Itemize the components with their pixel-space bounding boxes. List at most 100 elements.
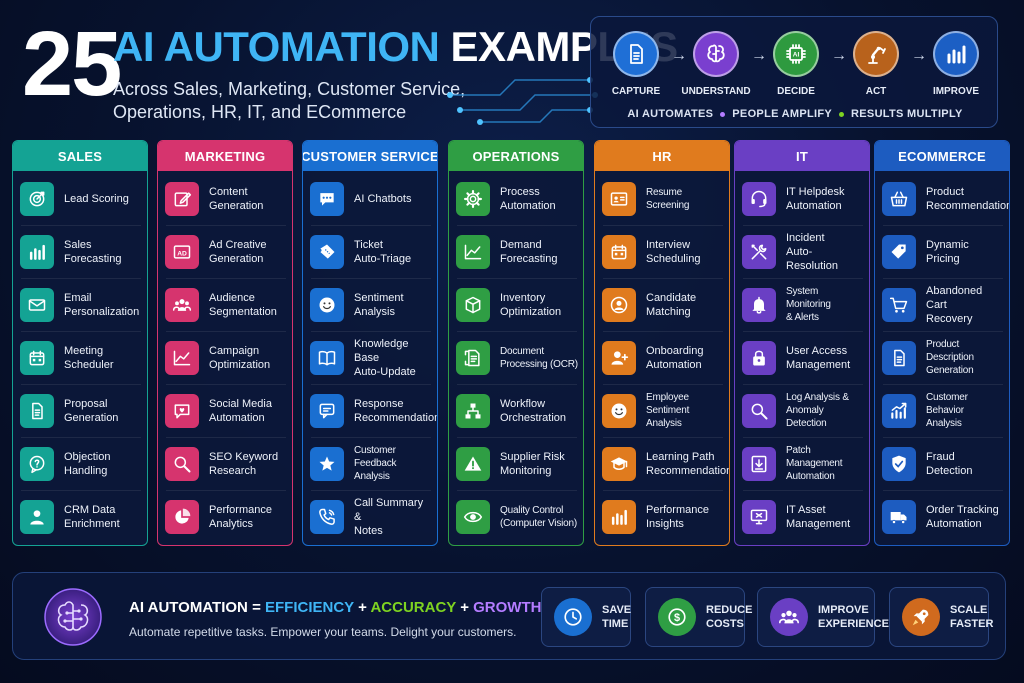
divider [743, 384, 863, 385]
use-case-item[interactable]: Demand Forecasting [456, 228, 578, 275]
use-case-item[interactable]: Meeting Scheduler [20, 334, 142, 381]
bell-icon [752, 296, 766, 314]
use-case-item[interactable]: Learning Path Recommendations [602, 440, 729, 487]
price-tag-icon [891, 244, 906, 259]
use-case-icon-box [882, 340, 916, 375]
use-case-icon-box [20, 499, 54, 534]
use-case-item[interactable]: Order Tracking Automation [882, 493, 1004, 540]
use-case-item[interactable]: Call Summary & Notes [310, 493, 432, 540]
benefit-save: SAVE TIME [541, 587, 631, 647]
use-case-label: Quality Control (Computer Vision) [500, 504, 578, 529]
use-case-label: Campaign Optimization [209, 344, 271, 371]
divider [603, 490, 723, 491]
column-customer-service: CUSTOMER SERVICE AI Chatbots Ticket Auto… [302, 140, 438, 546]
use-case-item[interactable]: Process Automation [456, 175, 578, 222]
formula-plus: + [358, 599, 367, 616]
use-case-item[interactable]: Audience Segmentation [165, 281, 287, 328]
use-case-item[interactable]: Onboarding Automation [602, 334, 724, 381]
use-case-icon-box [456, 287, 490, 322]
dollar-icon: $ [668, 608, 686, 626]
use-case-label: Sentiment Analysis [354, 291, 404, 318]
use-case-item[interactable]: Customer Feedback Analysis [310, 440, 432, 487]
use-case-item[interactable]: Customer Behavior Analysis [882, 387, 1004, 434]
use-case-item[interactable]: AD Ad Creative Generation [165, 228, 287, 275]
use-case-label: Supplier Risk Monitoring [500, 450, 565, 477]
use-case-item[interactable]: Fraud Detection [882, 440, 1004, 487]
use-case-icon-box [165, 499, 199, 534]
flow-step-improve: IMPROVE [921, 31, 991, 97]
use-case-item[interactable]: Interview Scheduling [602, 228, 724, 275]
monitor-icon [750, 509, 768, 524]
use-case-icon-box [602, 234, 636, 269]
use-case-item[interactable]: Sales Forecasting [20, 228, 142, 275]
use-case-label: Abandoned Cart Recovery [926, 284, 983, 325]
use-case-item[interactable]: Document Processing (OCR) [456, 334, 578, 381]
use-case-item[interactable]: Content Generation [165, 175, 287, 222]
use-case-item[interactable]: Patch Management Automation [742, 440, 864, 487]
divider [457, 278, 577, 279]
use-case-label: Incident Auto-Resolution [786, 231, 838, 272]
use-case-item[interactable]: Knowledge Base Auto-Update [310, 334, 432, 381]
user-icon [30, 509, 44, 524]
use-case-item[interactable]: Resume Screening [602, 175, 724, 222]
use-case-item[interactable]: Candidate Matching [602, 281, 724, 328]
use-case-item[interactable]: Response Recommendations [310, 387, 437, 434]
use-case-item[interactable]: CRM Data Enrichment [20, 493, 142, 540]
use-case-item[interactable]: Quality Control (Computer Vision) [456, 493, 578, 540]
basket-icon [890, 191, 908, 206]
use-case-item[interactable]: Log Analysis & Anomaly Detection [742, 387, 864, 434]
use-case-item[interactable]: System Monitoring & Alerts [742, 281, 864, 328]
use-case-item[interactable]: Lead Scoring [20, 175, 142, 222]
column-header: HR [595, 141, 729, 171]
flow-step-label: ACT [865, 86, 887, 97]
use-case-label: IT Asset Management [786, 503, 851, 530]
use-case-icon-box [882, 234, 916, 269]
use-case-item[interactable]: Inventory Optimization [456, 281, 578, 328]
bar-chart-icon [29, 244, 45, 260]
use-case-item[interactable]: Social Media Automation [165, 387, 287, 434]
use-case-label: Ticket Auto-Triage [354, 238, 412, 265]
benefit-label: SAVE TIME [602, 604, 632, 630]
use-case-item[interactable]: Dynamic Pricing [882, 228, 1004, 275]
divider [21, 384, 141, 385]
use-case-item[interactable]: IT Asset Management [742, 493, 864, 540]
use-case-label: Order Tracking Automation [926, 503, 999, 530]
use-case-item[interactable]: Supplier Risk Monitoring [456, 440, 578, 487]
hierarchy-icon [465, 403, 481, 418]
use-case-item[interactable]: AI Chatbots [310, 175, 432, 222]
use-case-item[interactable]: Product Description Generation [882, 334, 1004, 381]
flow-tagline-item: RESULTS MULTIPLY [851, 108, 963, 120]
use-case-item[interactable]: Performance Insights [602, 493, 724, 540]
use-case-label: AI Chatbots [354, 192, 412, 205]
ai-chip-icon: AI [786, 44, 806, 64]
column-header: MARKETING [158, 141, 292, 171]
use-case-item[interactable]: Performance Analytics [165, 493, 287, 540]
use-case-label: Patch Management Automation [786, 445, 843, 482]
use-case-item[interactable]: Email Personalization [20, 281, 142, 328]
use-case-item[interactable]: Workflow Orchestration [456, 387, 578, 434]
department-columns: SALES Lead Scoring Sales Forecasting Ema… [12, 140, 1012, 546]
use-case-item[interactable]: Campaign Optimization [165, 334, 287, 381]
search-icon [174, 456, 191, 472]
formula-plus: + [460, 599, 469, 616]
smiley-icon [319, 297, 335, 312]
use-case-item[interactable]: Objection Handling [20, 440, 142, 487]
benefit-label: IMPROVE EXPERIENCE [818, 604, 889, 630]
use-case-item[interactable]: Incident Auto-Resolution [742, 228, 864, 275]
use-case-item[interactable]: Product Recommendations [882, 175, 1009, 222]
use-case-item[interactable]: Proposal Generation [20, 387, 142, 434]
use-case-item[interactable]: IT Helpdesk Automation [742, 175, 864, 222]
use-case-item[interactable]: Employee Sentiment Analysis [602, 387, 724, 434]
use-case-item[interactable]: User Access Management [742, 334, 864, 381]
use-case-item[interactable]: Ticket Auto-Triage [310, 228, 432, 275]
svg-text:AD: AD [177, 250, 187, 257]
use-case-item[interactable]: Abandoned Cart Recovery [882, 281, 1004, 328]
flow-step-circle [933, 31, 979, 77]
use-case-label: Objection Handling [64, 450, 111, 477]
divider [166, 278, 286, 279]
shield-check-icon [892, 455, 906, 472]
use-case-item[interactable]: SEO Keyword Research [165, 440, 287, 487]
use-case-item[interactable]: Sentiment Analysis [310, 281, 432, 328]
trend-line-icon [464, 244, 482, 259]
brain-icon [707, 44, 725, 63]
